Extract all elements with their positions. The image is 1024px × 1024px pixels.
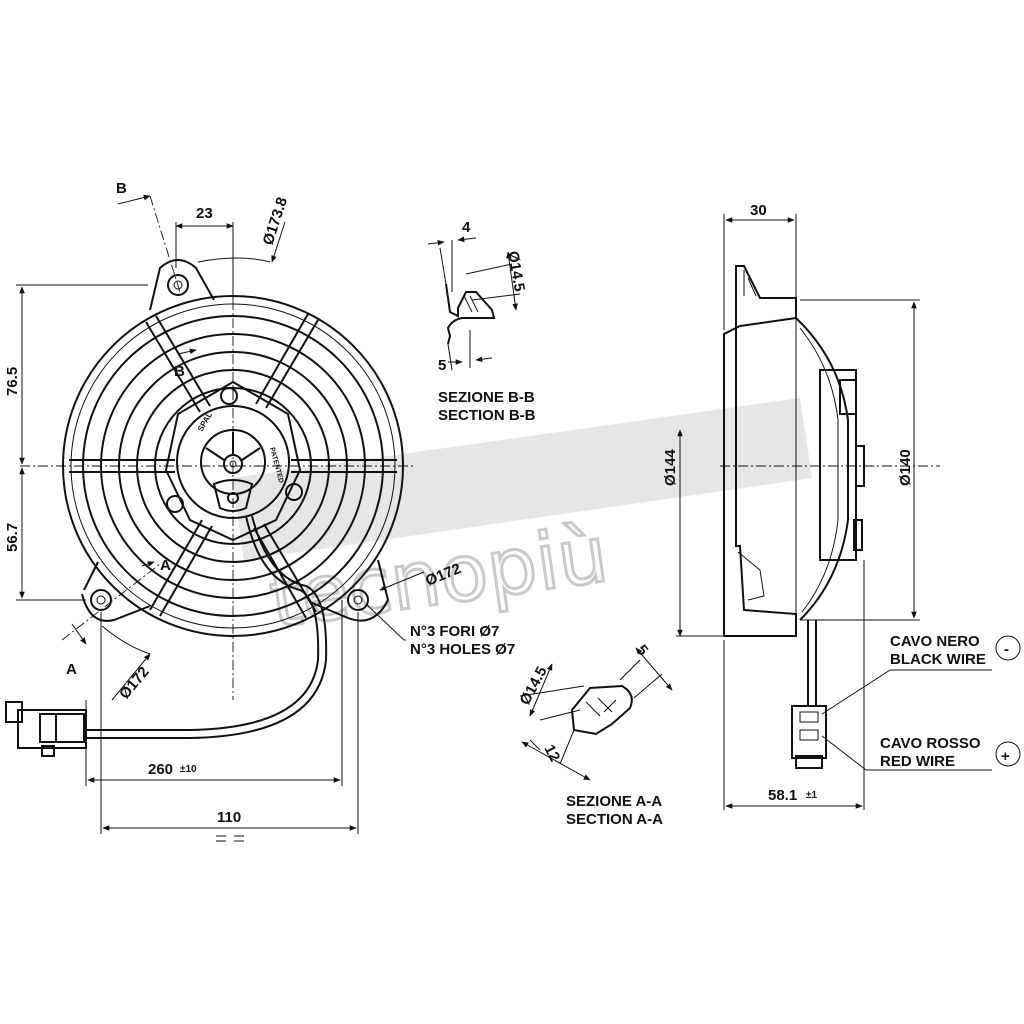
connector-side xyxy=(791,705,827,769)
dim-diameter-144: Ø144 xyxy=(662,449,679,486)
dim-56-7: 56.7 xyxy=(4,523,21,552)
dim-58-1: 58.1 xyxy=(768,787,797,804)
hub-screw-right xyxy=(285,483,303,501)
grille-ring-3 xyxy=(118,351,348,581)
connector-front xyxy=(5,701,87,757)
section-aa-dim-5: 5 xyxy=(633,642,651,659)
black-wire-label-en: BLACK WIRE xyxy=(890,651,986,668)
dim-260-tolerance: ±10 xyxy=(180,764,197,775)
section-b-marker-top: B xyxy=(116,180,127,197)
left-hole xyxy=(90,589,112,611)
front-view: SPAL PATENTED xyxy=(5,259,415,757)
plus-symbol-circle xyxy=(995,741,1021,767)
power-cable xyxy=(86,515,320,731)
dim-23: 23 xyxy=(196,205,213,222)
motor-hub xyxy=(176,405,290,519)
red-wire-label-it: CAVO ROSSO xyxy=(880,735,981,752)
side-dimensions: 30 Ø144 Ø140 58.1 ±1 CAVO NERO BLACK WIR… xyxy=(662,202,1021,810)
top-mount-lug xyxy=(149,259,215,311)
section-bb-dim-diameter: Ø14.5 xyxy=(504,250,528,293)
section-aa-dim-12: 12 xyxy=(540,742,563,765)
section-bb-dim-5: 5 xyxy=(438,357,446,374)
section-aa-title-it: SEZIONE A-A xyxy=(566,793,662,810)
dim-76-5: 76.5 xyxy=(4,367,21,396)
holes-label-en: N°3 HOLES Ø7 xyxy=(410,641,515,658)
side-motor xyxy=(819,369,857,561)
hub-screw-left xyxy=(166,495,184,513)
section-aa: Ø14.5 5 12 SEZIONE A-A SECTION A-A xyxy=(517,642,673,828)
section-bb-profile xyxy=(445,283,496,345)
holes-label-it: N°3 FORI Ø7 xyxy=(410,623,499,640)
section-b-marker-inner: B xyxy=(174,363,185,380)
side-shroud xyxy=(795,317,849,621)
side-housing xyxy=(723,265,797,637)
left-mount-lug xyxy=(81,561,151,622)
dim-diameter-172-left: Ø172 xyxy=(116,664,153,703)
red-wire-label-en: RED WIRE xyxy=(880,753,955,770)
black-wire-label-it: CAVO NERO xyxy=(890,633,980,650)
grille-ring-1 xyxy=(82,315,384,617)
section-bb-title-en: SECTION B-B xyxy=(438,407,536,424)
dim-diameter-173-8: Ø173.8 xyxy=(260,195,291,247)
minus-symbol: - xyxy=(1004,641,1009,658)
section-aa-dim-diameter: Ø14.5 xyxy=(517,664,551,708)
section-aa-profile xyxy=(570,684,633,736)
plus-symbol: + xyxy=(1001,748,1010,765)
minus-symbol-circle xyxy=(995,635,1021,661)
section-bb-title-it: SEZIONE B-B xyxy=(438,389,535,406)
dim-110: 110 xyxy=(217,809,241,826)
dim-58-1-tolerance: ±1 xyxy=(806,790,817,801)
right-hole xyxy=(347,589,369,611)
dim-30: 30 xyxy=(750,202,767,219)
section-a-marker-inner: A xyxy=(160,557,171,574)
section-a-marker-bottom: A xyxy=(66,661,77,678)
motor-hub-plate xyxy=(164,380,302,542)
right-mount-lug xyxy=(309,559,390,622)
dim-diameter-140: Ø140 xyxy=(897,449,914,486)
grille-ring-2 xyxy=(100,333,366,599)
front-dimensions: 23 Ø173.8 B B 76.5 56.7 Ø172 Ø172 A A N xyxy=(4,180,515,842)
section-aa-title-en: SECTION A-A xyxy=(566,811,663,828)
hub-screw-top xyxy=(220,387,238,405)
top-hole xyxy=(167,274,189,296)
section-bb: 4 Ø14.5 5 SEZIONE B-B SECTION B-B xyxy=(427,219,536,424)
side-view xyxy=(720,265,940,769)
grille-ring-4 xyxy=(136,369,330,563)
dim-260: 260 xyxy=(148,761,173,778)
section-bb-dim-4: 4 xyxy=(462,219,471,236)
hub-brand-text: SPAL xyxy=(196,410,214,433)
